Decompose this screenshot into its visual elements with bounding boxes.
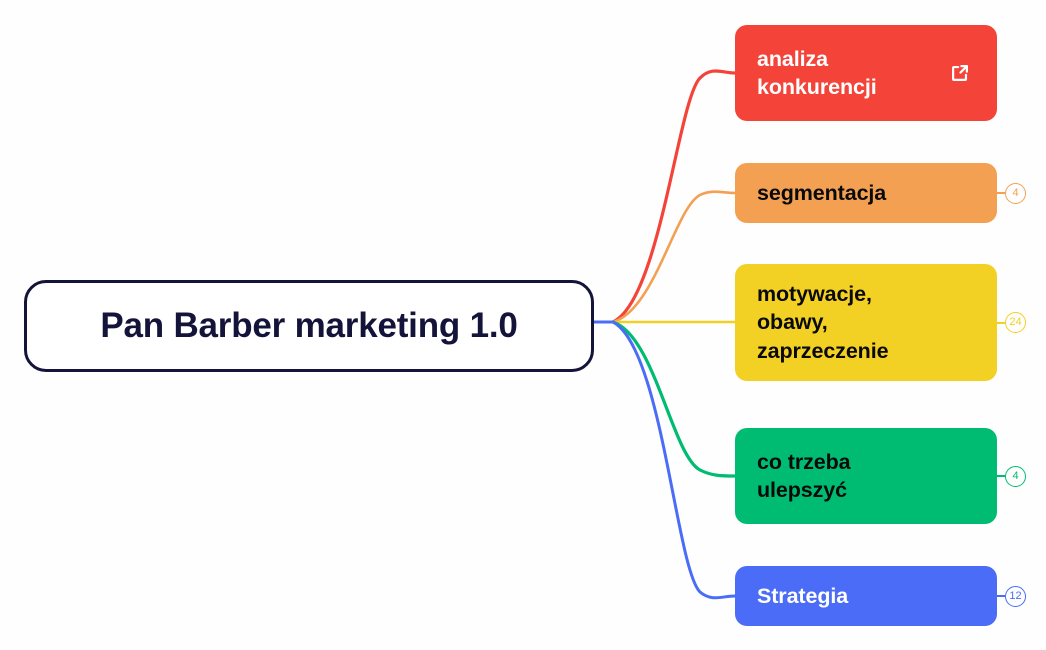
- root-node-label: Pan Barber marketing 1.0: [100, 306, 518, 345]
- connector-strategia: [611, 320, 737, 600]
- badge-count: 12: [1005, 585, 1026, 607]
- badge-count: 4: [1005, 182, 1026, 204]
- branch-node-segmentacja[interactable]: segmentacja: [735, 163, 997, 223]
- branch-node-co-trzeba-ulepszyc[interactable]: co trzeba ulepszyć: [735, 428, 997, 524]
- badge-segmentacja[interactable]: 4: [997, 182, 1026, 204]
- badge-stub: [997, 475, 1005, 477]
- badge-count: 4: [1005, 465, 1026, 487]
- external-link-icon[interactable]: [949, 62, 971, 84]
- badge-strategia[interactable]: 12: [997, 585, 1026, 607]
- badge-stub: [997, 192, 1005, 194]
- branch-node-label: Strategia: [757, 583, 849, 608]
- badge-count: 24: [1005, 312, 1026, 333]
- branch-node-label: segmentacja: [757, 180, 887, 205]
- branch-node-strategia[interactable]: Strategia: [735, 566, 997, 626]
- branch-node-label: co trzeba ulepszyć: [757, 449, 851, 502]
- badge-stub: [997, 595, 1005, 597]
- connector-analiza-konkurencji: [611, 69, 737, 324]
- connector-co-trzeba-ulepszyc: [611, 320, 737, 478]
- connector-segmentacja: [611, 190, 737, 324]
- root-node[interactable]: Pan Barber marketing 1.0: [24, 280, 594, 372]
- branch-node-analiza-konkurencji[interactable]: analiza konkurencji: [735, 25, 997, 121]
- branch-node-label: motywacje, obawy, zaprzeczenie: [757, 281, 889, 363]
- branch-node-motywacje-obawy-zaprzeczenie[interactable]: motywacje, obawy, zaprzeczenie: [735, 264, 997, 381]
- badge-co-trzeba-ulepszyc[interactable]: 4: [997, 465, 1026, 487]
- branch-node-label: analiza konkurencji: [757, 46, 877, 99]
- badge-stub: [997, 321, 1005, 324]
- badge-motywacje-obawy-zaprzeczenie[interactable]: 24: [997, 312, 1026, 333]
